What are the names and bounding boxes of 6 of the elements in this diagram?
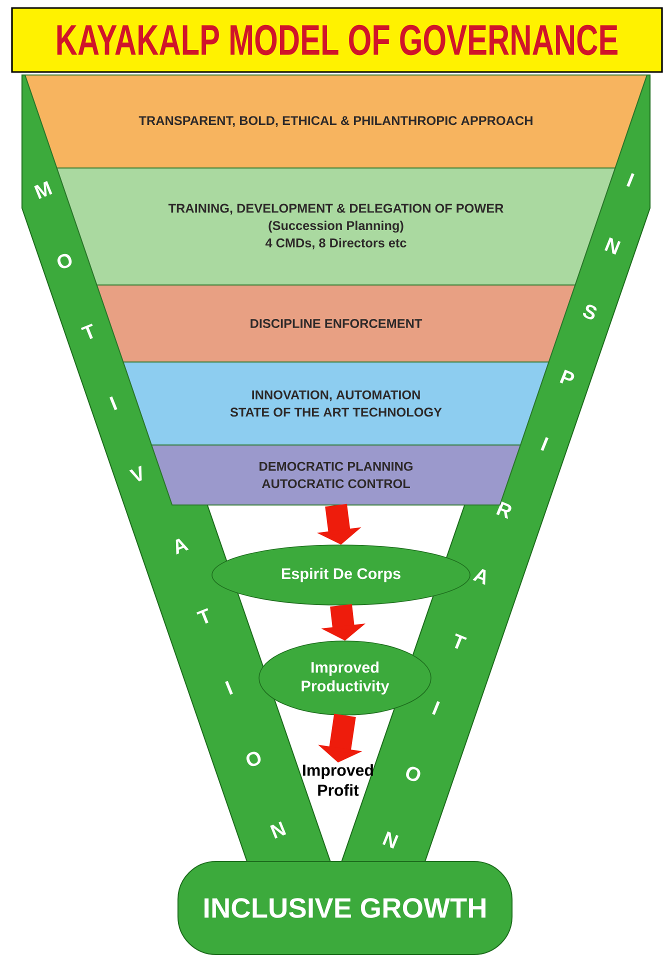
funnel-band: TRANSPARENT, BOLD, ETHICAL & PHILANTHROPIC APPROACH xyxy=(24,74,648,169)
base-box: INCLUSIVE GROWTH xyxy=(177,860,513,956)
ellipse-node: Improved Productivity xyxy=(258,640,432,716)
title-banner: KAYAKALP MODEL OF GOVERNANCE xyxy=(11,7,663,73)
ellipse-node: Espirit De Corps xyxy=(212,544,470,606)
funnel-band: DISCIPLINE ENFORCEMENT xyxy=(96,284,576,363)
